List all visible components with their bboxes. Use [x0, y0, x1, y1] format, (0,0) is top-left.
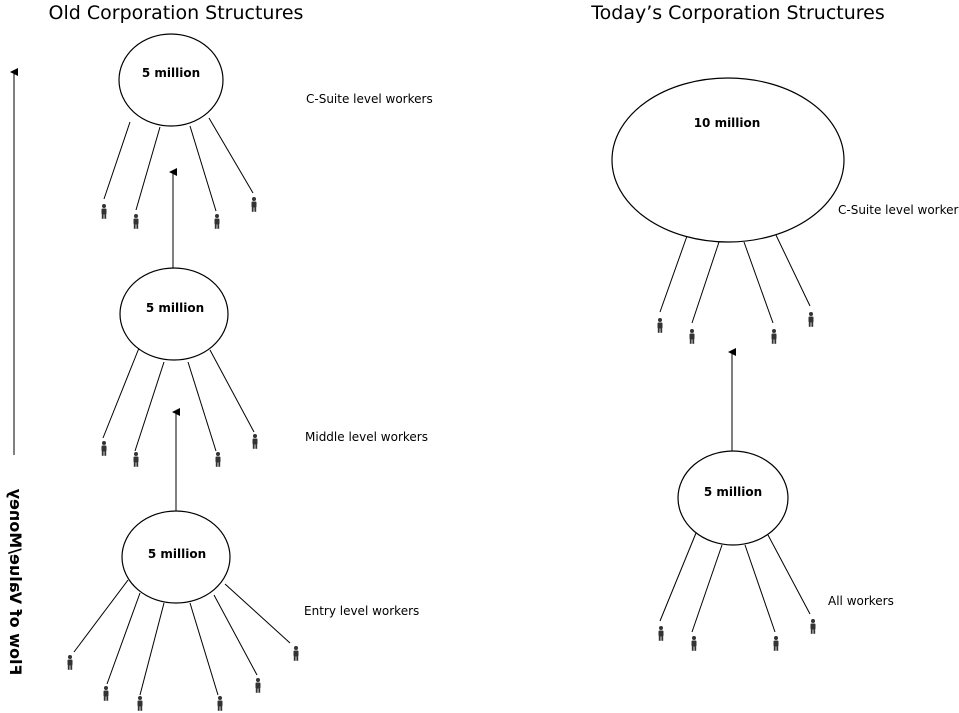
old-middle-amount: 5 million	[146, 301, 204, 315]
old-middle-circle	[119, 267, 229, 361]
person-icon	[657, 318, 663, 333]
person-icon	[217, 696, 223, 711]
today-csuite-label: C-Suite level workers	[838, 203, 959, 217]
person-icon	[252, 434, 258, 449]
person-icon	[689, 329, 695, 344]
old-csuite-label: C-Suite level workers	[306, 92, 433, 106]
person-icon	[101, 441, 107, 456]
person-icon	[215, 452, 221, 467]
today-csuite-circle	[611, 77, 845, 243]
old-csuite-group: 5 million C-Suite level workers	[101, 33, 433, 229]
person-icon	[137, 696, 143, 711]
person-icon	[810, 619, 816, 634]
old-entry-label: Entry level workers	[304, 604, 419, 618]
person-icon	[658, 626, 664, 641]
today-structures-title: Today’s Corporation Structures	[590, 2, 885, 24]
old-middle-label: Middle level workers	[305, 430, 428, 444]
person-icon	[214, 214, 220, 229]
old-entry-circle	[121, 510, 231, 604]
old-csuite-circle	[118, 33, 224, 127]
today-csuite-group: 10 million C-Suite level workers	[611, 77, 959, 344]
value-flow-label: Flow of Value/Money	[6, 488, 25, 675]
person-icon	[101, 204, 107, 219]
person-icon	[67, 655, 73, 670]
person-icon	[103, 686, 109, 701]
today-all-workers-circle	[677, 450, 789, 546]
person-icon	[255, 678, 261, 693]
person-icon	[293, 646, 299, 661]
old-structures-title: Old Corporation Structures	[49, 2, 304, 24]
person-icon	[251, 197, 257, 212]
today-all-workers-label: All workers	[828, 594, 894, 608]
old-csuite-amount: 5 million	[142, 66, 200, 80]
person-icon	[773, 636, 779, 651]
old-entry-amount: 5 million	[148, 547, 206, 561]
person-icon	[771, 329, 777, 344]
today-csuite-amount: 10 million	[694, 116, 761, 130]
today-all-workers-group: 5 million All workers	[658, 450, 894, 651]
today-all-workers-amount: 5 million	[704, 485, 762, 499]
person-icon	[133, 452, 139, 467]
person-icon	[691, 636, 697, 651]
old-entry-group: 5 million Entry level workers	[67, 510, 419, 711]
person-icon	[133, 214, 139, 229]
old-middle-group: 5 million Middle level workers	[101, 267, 428, 467]
person-icon	[808, 312, 814, 327]
